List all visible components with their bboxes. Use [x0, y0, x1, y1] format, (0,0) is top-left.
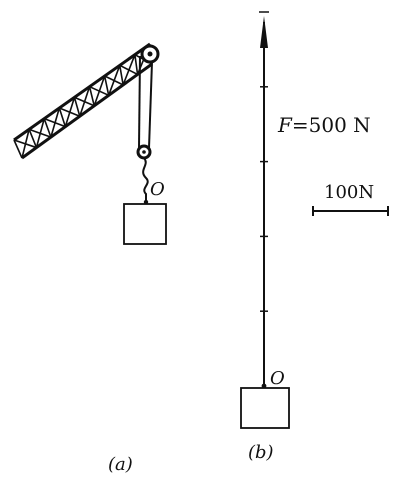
truss-member — [43, 118, 52, 138]
scale-bar — [312, 206, 389, 216]
top-pulley — [140, 44, 160, 64]
truss-member — [134, 54, 139, 75]
force-arrowhead — [260, 16, 268, 48]
hook — [142, 157, 149, 202]
truss-member — [21, 129, 30, 159]
block-a — [123, 203, 167, 245]
lower-pulley — [136, 144, 152, 160]
truss-member — [122, 54, 136, 86]
scale-bar-label: 100N — [324, 182, 374, 203]
truss-member — [79, 86, 91, 117]
truss-member — [118, 65, 124, 86]
truss-member — [13, 139, 23, 159]
truss-member — [28, 129, 38, 148]
truss-member — [73, 97, 81, 117]
rope — [138, 55, 153, 149]
truss-member — [93, 75, 106, 107]
caption-a: (a) — [108, 454, 133, 475]
panel-b: F=500 N 100N O (b) — [240, 11, 389, 463]
truss-member — [64, 97, 76, 127]
caption-b: (b) — [248, 442, 274, 463]
truss-member — [58, 107, 67, 127]
truss-member — [88, 86, 95, 106]
truss-member — [35, 118, 45, 148]
force-symbol: F — [277, 113, 293, 137]
force-scale-ticks — [260, 86, 268, 312]
force-value: =500 N — [292, 113, 371, 137]
truss-member — [107, 65, 121, 96]
point-o-label-b: O — [270, 368, 285, 389]
panel-a: O (a) — [13, 42, 167, 475]
force-label: F=500 N — [277, 113, 371, 137]
truss-member — [50, 107, 61, 138]
point-o-label-a: O — [150, 179, 165, 200]
crane-boom — [13, 42, 153, 160]
truss-member — [103, 75, 110, 96]
block-b — [240, 387, 290, 429]
